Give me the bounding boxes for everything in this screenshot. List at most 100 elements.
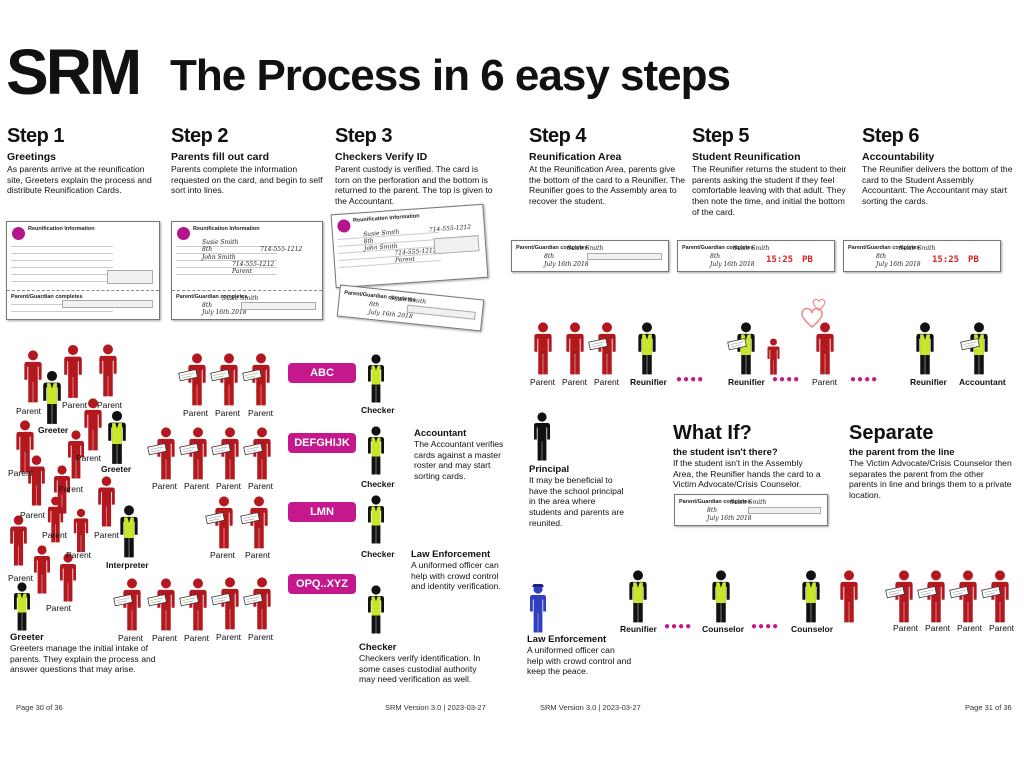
step-subtitle: Checkers Verify ID xyxy=(335,151,428,163)
label-parent: Parent xyxy=(594,377,620,387)
parent-figure-icon xyxy=(243,427,273,481)
parent-figure-icon xyxy=(243,577,273,631)
note-accountant: Accountant The Accountant verifies cards… xyxy=(414,428,509,482)
card-bottom-name: Susie Smith xyxy=(899,245,936,252)
label-parent: Parent xyxy=(893,623,919,633)
card-stub-step5: Parent/Guardian completes Susie Smith 8t… xyxy=(677,240,835,272)
card-bottom-grade: 8th xyxy=(544,253,555,260)
step-3: Step 3 Checkers Verify ID Parent custody… xyxy=(335,126,495,207)
parent-figure-icon xyxy=(240,496,270,550)
note-title: Law Enforcement xyxy=(527,634,607,645)
staff-vest-figure-icon xyxy=(914,322,936,376)
note-principal: Principal It may be beneficial to have t… xyxy=(529,464,629,529)
parent-figure-icon xyxy=(588,322,618,376)
card-logo-icon xyxy=(12,227,25,240)
staff-vest-figure-icon xyxy=(366,354,386,404)
step-body: At the Reunification Area, parents give … xyxy=(529,164,686,207)
whatif-subtitle: the student isn't there? xyxy=(673,447,778,458)
note-greeter: Greeter Greeters manage the initial inta… xyxy=(10,632,170,675)
parent-figure-icon xyxy=(97,344,119,398)
label-parent: Parent xyxy=(97,400,123,410)
parent-figure-icon xyxy=(242,353,272,407)
note-title: Checker xyxy=(359,642,397,653)
step-title: Step 6 xyxy=(862,125,920,147)
card-bottom-name: Susie Smith xyxy=(730,499,767,506)
parent-figure-icon xyxy=(96,476,117,528)
card-bottom-name: Susie Smith xyxy=(222,295,259,302)
separate-body: The Victim Advocate/Crisis Counselor the… xyxy=(849,458,1012,501)
staff-vest-figure-icon xyxy=(960,322,990,376)
step-5: Step 5 Student Reunification The Reunifi… xyxy=(692,126,852,218)
label-parent: Parent xyxy=(812,377,838,387)
reunification-card-blank: Reunification Information Parent/Guardia… xyxy=(6,221,160,320)
step-body: The Reunifier returns the student to the… xyxy=(692,164,847,217)
label-parent: Parent xyxy=(46,603,72,613)
card-title: Reunification Information xyxy=(193,226,260,232)
card-signer: John Smith xyxy=(363,242,398,253)
label-accountant: Accountant xyxy=(959,377,1006,387)
label-parent: Parent xyxy=(152,481,178,491)
line-pill-opq-xyz: OPQ..XYZ xyxy=(288,574,356,594)
staff-vest-figure-icon xyxy=(636,322,658,376)
card-bottom-grade: 8th xyxy=(368,300,380,309)
parent-figure-icon xyxy=(62,344,84,400)
label-interpreter: Interpreter xyxy=(106,560,149,570)
note-title: Principal xyxy=(529,464,570,475)
step-title: Step 2 xyxy=(171,125,229,147)
card-student-name: Susie Smith xyxy=(202,239,239,246)
staff-vest-figure-icon xyxy=(727,322,757,376)
connector-dots: ●●●● xyxy=(772,374,801,385)
card-signer: John Smith xyxy=(202,254,236,261)
note-title: Accountant xyxy=(414,428,467,439)
label-parent: Parent xyxy=(8,573,34,583)
parent-figure-icon xyxy=(211,577,241,631)
label-parent: Parent xyxy=(20,510,46,520)
card-phone-2: 714-555-1212 xyxy=(232,261,275,268)
parent-figure-icon xyxy=(8,515,29,567)
label-greeter: Greeter xyxy=(101,464,132,474)
card-student-name: Susie Smith xyxy=(362,228,400,239)
step-title: Step 5 xyxy=(692,125,750,147)
staff-vest-figure-icon xyxy=(118,505,140,559)
label-parent: Parent xyxy=(216,632,242,642)
heart-icon xyxy=(801,307,823,328)
label-parent: Parent xyxy=(210,550,236,560)
line-pill-abc: ABC xyxy=(288,363,356,383)
step-title: Step 1 xyxy=(7,125,65,147)
page-headline: The Process in 6 easy steps xyxy=(170,51,731,100)
footer-version-left: SRM Version 3.0 | 2023-03-27 xyxy=(385,703,486,712)
staff-vest-figure-icon xyxy=(627,570,649,624)
label-parent: Parent xyxy=(62,400,88,410)
parent-figure-icon xyxy=(147,427,177,481)
connector-dots: ●●●● xyxy=(850,374,879,385)
reunification-card-filled: Reunification Information Susie Smith 8t… xyxy=(171,221,323,320)
staff-vest-figure-icon xyxy=(366,585,386,635)
card-bottom-name: Susie Smith xyxy=(567,245,604,252)
card-bottom-date: July 16th 2018 xyxy=(544,261,589,268)
heart-icon xyxy=(812,298,826,312)
label-parent: Parent xyxy=(245,550,271,560)
label-parent: Parent xyxy=(216,481,242,491)
parent-figure-icon xyxy=(211,427,241,481)
card-bottom-grade: 8th xyxy=(707,507,718,514)
label-counselor: Counselor xyxy=(791,624,834,634)
card-initials: PB xyxy=(968,255,979,265)
card-time: 15:25 xyxy=(932,255,960,265)
card-bottom-grade: 8th xyxy=(710,253,721,260)
step-body: Parent custody is verified. The card is … xyxy=(335,164,493,207)
greeter-figure-icon xyxy=(12,582,32,632)
connector-dots: ●●●● xyxy=(676,374,705,385)
card-phone-2: 714-555-1212 xyxy=(394,247,437,258)
note-body: A uniformed officer can help with crowd … xyxy=(411,560,501,592)
card-stub-step4: Parent/Guardian completes Susie Smith 8t… xyxy=(511,240,669,272)
parent-figure-icon xyxy=(179,578,209,632)
card-stub-step6: Parent/Guardian completes Susie Smith 8t… xyxy=(843,240,1001,272)
parent-figure-icon xyxy=(179,427,209,481)
step-body: The Reunifier delivers the bottom of the… xyxy=(862,164,1013,207)
footer-page-left: Page 30 of 36 xyxy=(16,703,63,712)
step-4: Step 4 Reunification Area At the Reunifi… xyxy=(529,126,689,207)
card-bottom-date: July 16th 2018 xyxy=(202,309,247,316)
label-parent: Parent xyxy=(957,623,983,633)
staff-vest-figure-icon xyxy=(366,495,386,545)
parent-figure-icon xyxy=(885,570,915,624)
